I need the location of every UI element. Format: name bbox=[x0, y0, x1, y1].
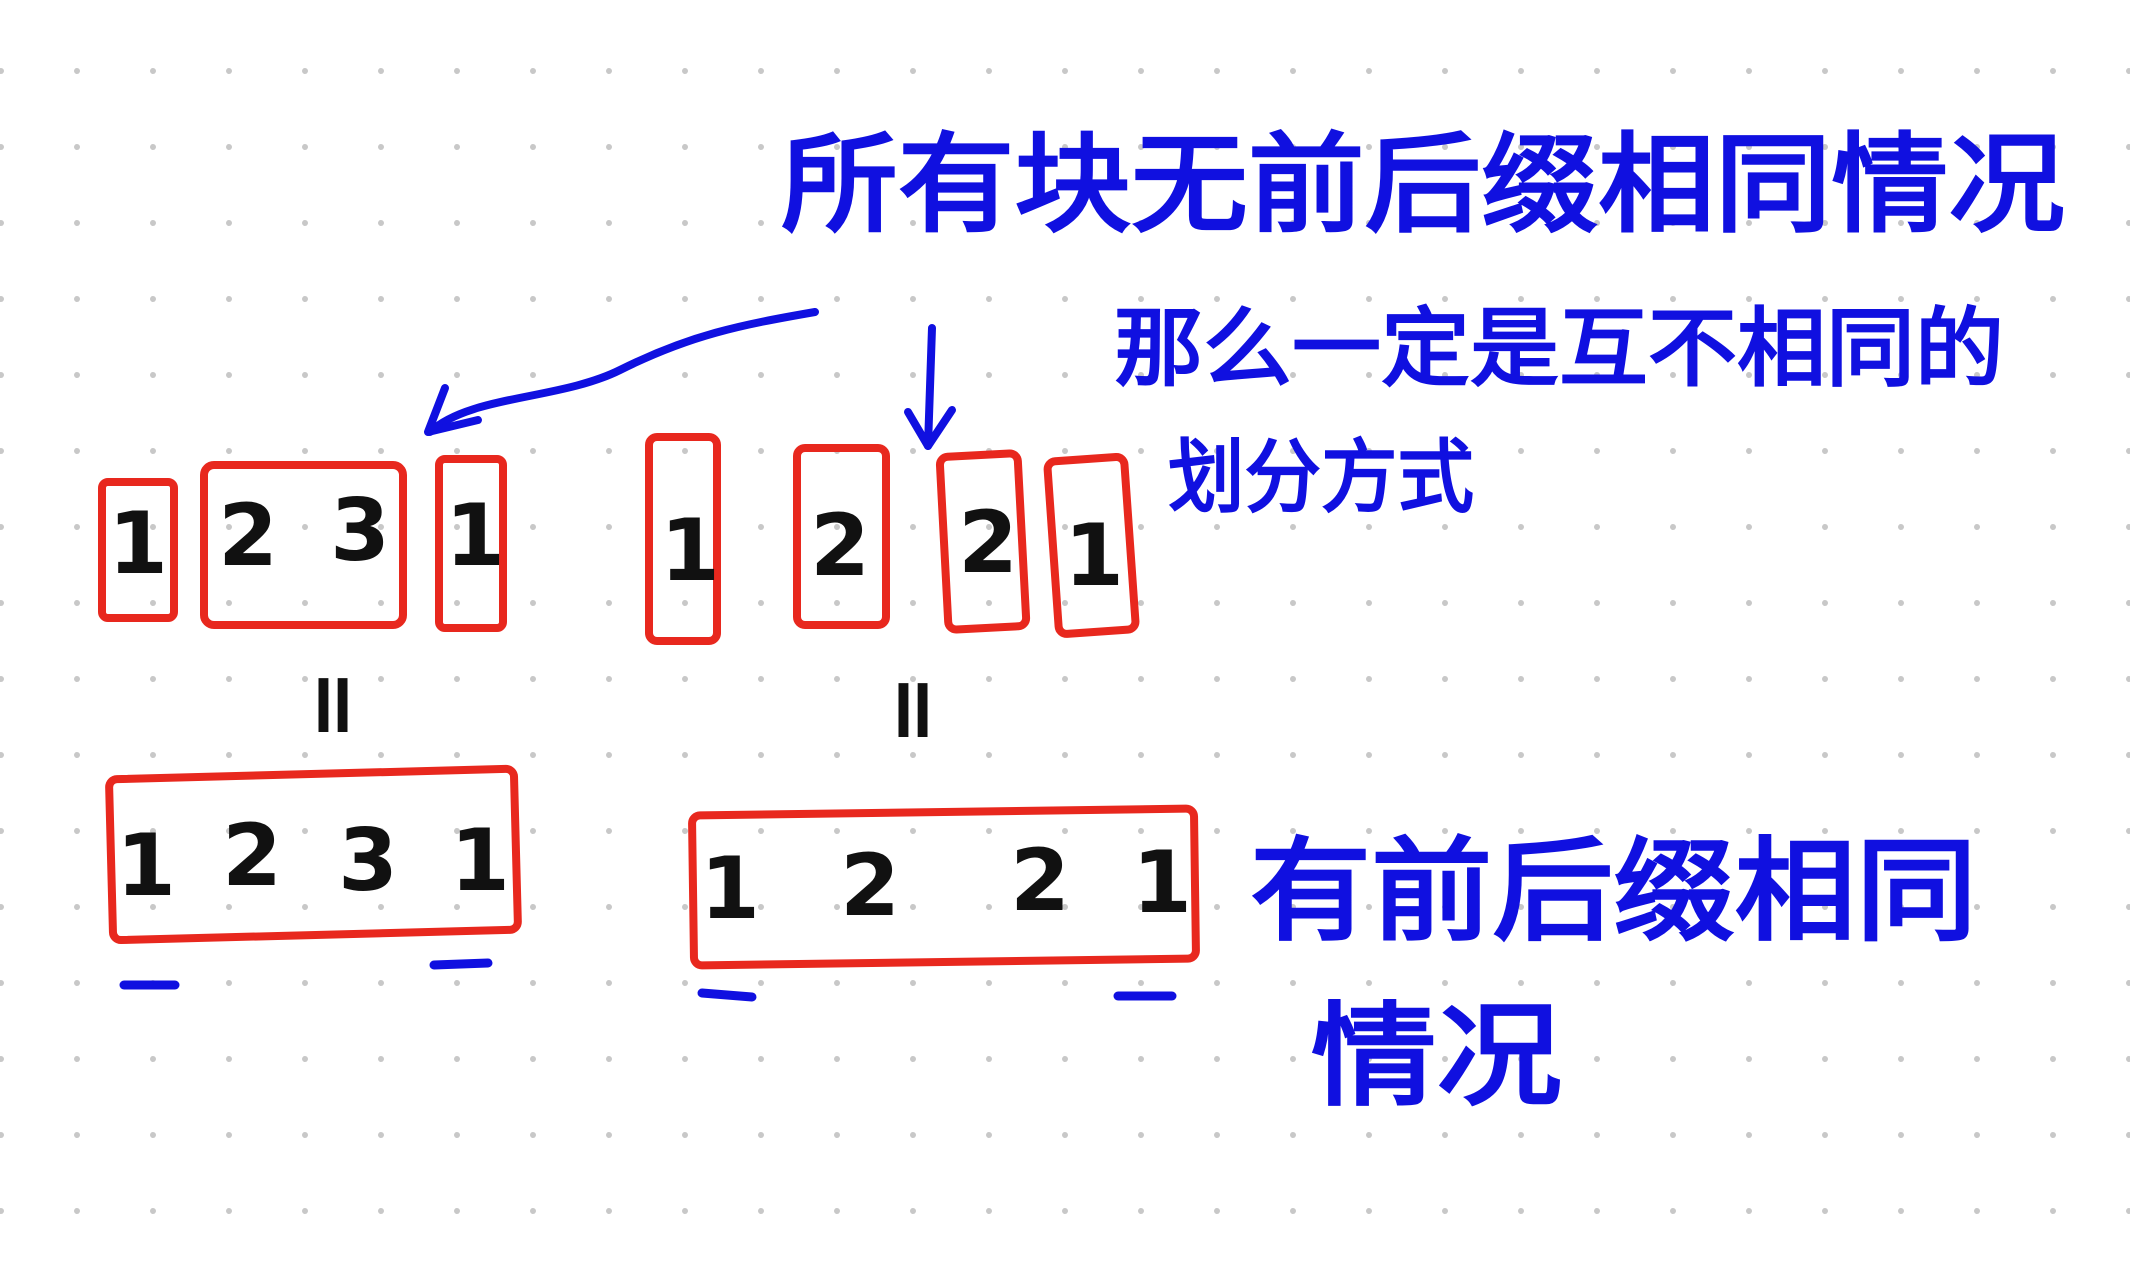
left-digit: 3 bbox=[330, 481, 390, 581]
right-whole-digit: 1 bbox=[1132, 833, 1192, 933]
right-digit: 1 bbox=[660, 501, 720, 601]
left-split-boxes bbox=[98, 455, 507, 632]
left-whole-digit: 3 bbox=[338, 811, 398, 911]
arrows bbox=[424, 308, 956, 450]
left-whole-digit: 2 bbox=[222, 806, 282, 906]
right-block-3 bbox=[935, 449, 1031, 634]
right-block-2 bbox=[793, 444, 890, 629]
left-digit: 1 bbox=[108, 494, 168, 594]
right-block-1 bbox=[645, 433, 721, 645]
annotation-top-line1: 所有块无前后缀相同情况 bbox=[781, 123, 2065, 248]
right-whole-digit: 1 bbox=[700, 839, 760, 939]
annotation-top-line2: 那么一定是互不相同的 bbox=[1114, 299, 2004, 399]
left-block-3 bbox=[435, 455, 507, 632]
annotation-bottom-line1: 有前后缀相同 bbox=[1250, 827, 1977, 957]
right-split-boxes bbox=[645, 433, 1140, 645]
left-prefix-suffix-marks bbox=[119, 958, 493, 990]
left-whole-box bbox=[105, 764, 522, 945]
left-block-2 bbox=[200, 461, 407, 629]
annotation-top-line3: 划分方式 bbox=[1168, 431, 1474, 524]
left-block-1 bbox=[98, 478, 178, 622]
right-equals: = bbox=[865, 674, 965, 746]
curved-arrow-icon bbox=[426, 308, 819, 436]
right-block-4 bbox=[1043, 453, 1140, 638]
left-digit: 2 bbox=[218, 486, 278, 586]
right-digit: 2 bbox=[810, 496, 870, 596]
right-whole-box bbox=[688, 804, 1200, 970]
right-digit: 1 bbox=[1064, 506, 1124, 606]
right-digit: 2 bbox=[958, 493, 1018, 593]
down-arrow-icon bbox=[924, 324, 936, 450]
annotation-bottom-line2: 情况 bbox=[1311, 992, 1562, 1122]
left-whole-digit: 1 bbox=[450, 811, 510, 911]
left-equals: = bbox=[285, 669, 385, 741]
left-whole-digit: 1 bbox=[116, 816, 176, 916]
left-digit: 1 bbox=[445, 486, 505, 586]
right-whole-digit: 2 bbox=[1010, 831, 1070, 931]
right-whole-digit: 2 bbox=[840, 836, 900, 936]
curved-arrowhead-icon bbox=[424, 384, 482, 436]
down-arrowhead-icon bbox=[904, 406, 956, 450]
right-prefix-suffix-marks bbox=[697, 988, 1177, 1002]
